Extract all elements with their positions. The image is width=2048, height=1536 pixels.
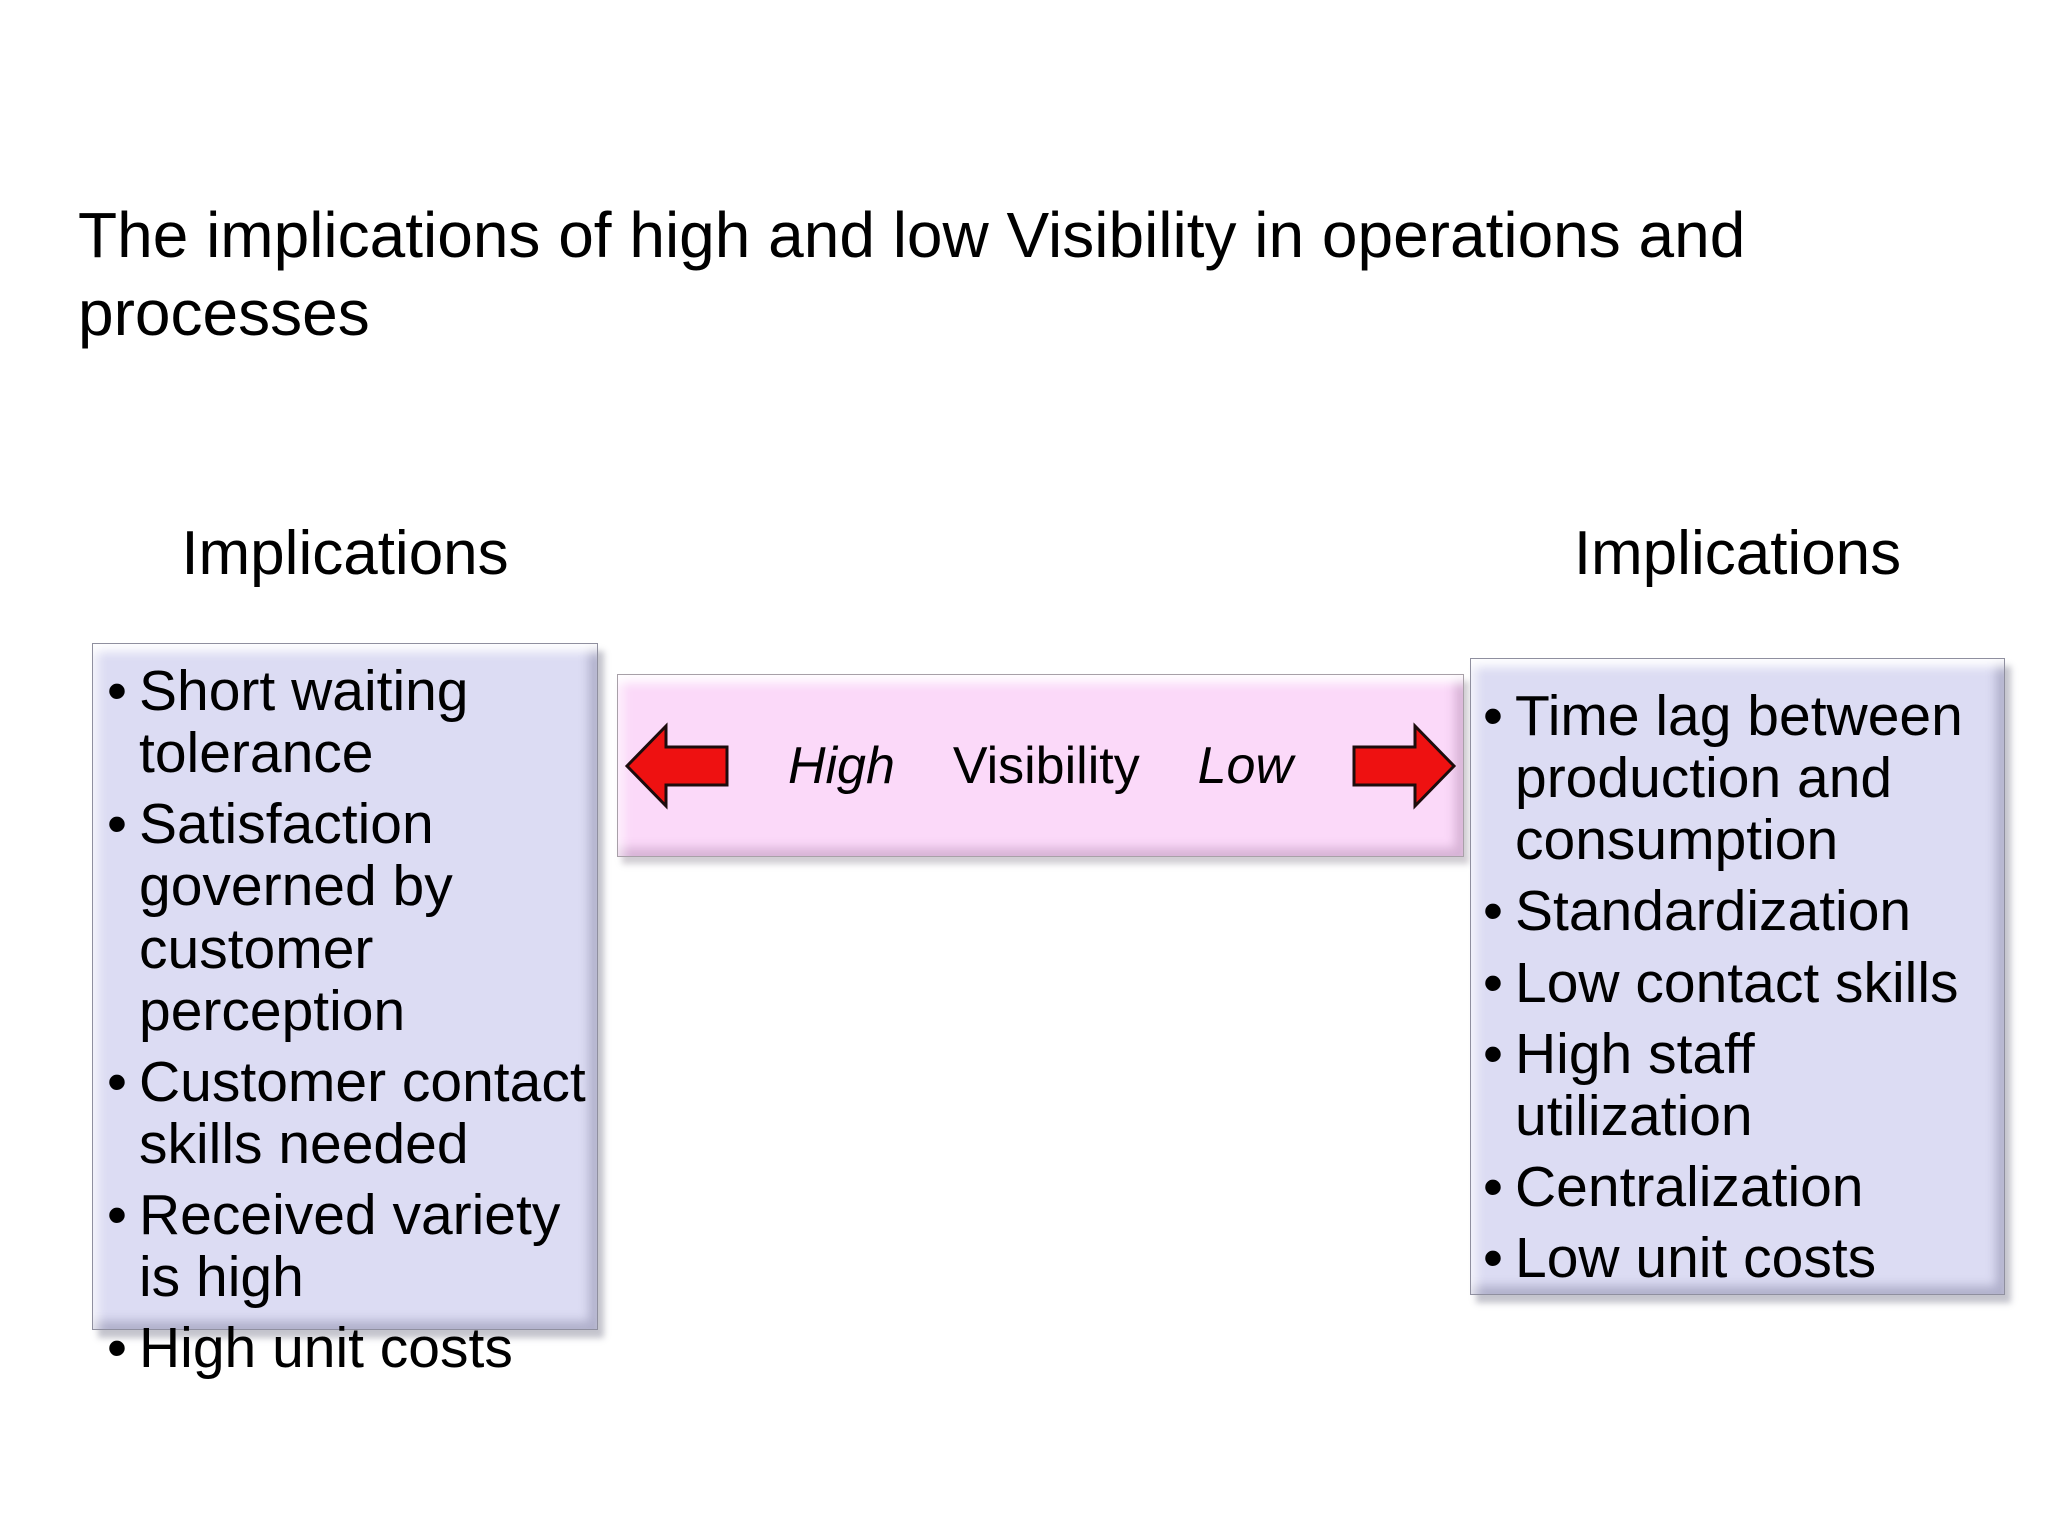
high-arrow-left-icon bbox=[624, 721, 729, 810]
bullet-item: Centralization bbox=[1483, 1156, 2000, 1218]
bullet-item: Satisfaction governed by customer percep… bbox=[107, 793, 591, 1042]
right-implications-box: Time lag between production and consumpt… bbox=[1470, 658, 2005, 1295]
visibility-scale-bar: High Visibility Low bbox=[617, 674, 1464, 857]
bullet-item: Customer contact skills needed bbox=[107, 1051, 591, 1175]
bullet-item: High staff utilization bbox=[1483, 1022, 2000, 1146]
bullet-item: High unit costs bbox=[107, 1317, 591, 1379]
slide-title: The implications of high and low Visibil… bbox=[78, 199, 1746, 350]
bullet-item: Received variety is high bbox=[107, 1184, 591, 1308]
bullet-item: Short waiting tolerance bbox=[107, 660, 591, 784]
high-label: High bbox=[787, 736, 895, 795]
bullet-item: Low unit costs bbox=[1483, 1227, 2000, 1289]
left-implications-box: Short waiting toleranceSatisfaction gove… bbox=[92, 643, 598, 1379]
left-implications-heading: Implications bbox=[181, 519, 509, 588]
visibility-label: Visibility bbox=[952, 736, 1140, 795]
bullet-item: Time lag between production and consumpt… bbox=[1483, 685, 2000, 872]
low-arrow-right-icon bbox=[1352, 721, 1457, 810]
right-implications-list: Time lag between production and consumpt… bbox=[1471, 659, 2004, 1289]
right-implications-heading: Implications bbox=[1573, 519, 1902, 588]
bullet-item: Low contact skills bbox=[1483, 951, 2000, 1013]
left-implications-list: Short waiting toleranceSatisfaction gove… bbox=[93, 644, 597, 1380]
bullet-item: Standardization bbox=[1483, 880, 2000, 942]
low-label: Low bbox=[1197, 736, 1294, 795]
